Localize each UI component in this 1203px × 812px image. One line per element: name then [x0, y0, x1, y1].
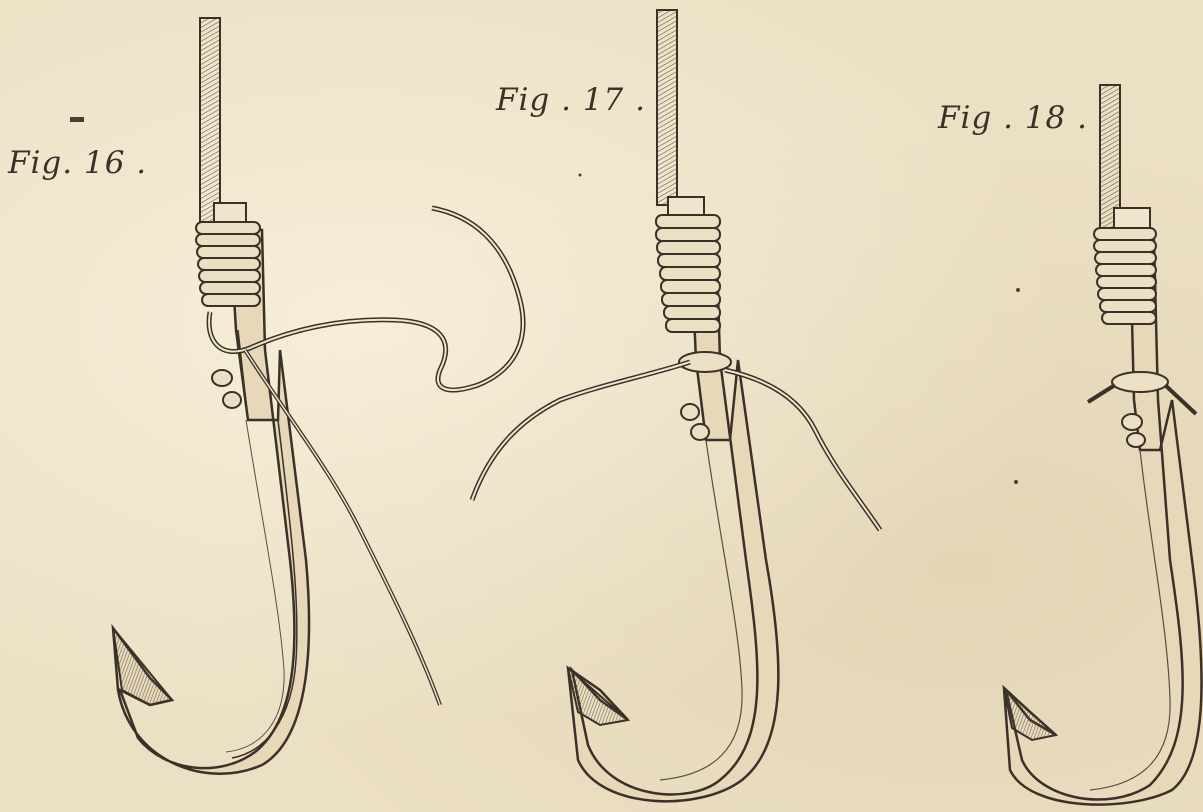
fishing-line — [200, 18, 220, 224]
figure-18-hook — [1004, 85, 1202, 805]
fishing-line — [657, 10, 677, 205]
figure-16-hook — [113, 18, 523, 774]
figure-17-hook — [472, 10, 880, 801]
ink-mark — [70, 117, 84, 122]
